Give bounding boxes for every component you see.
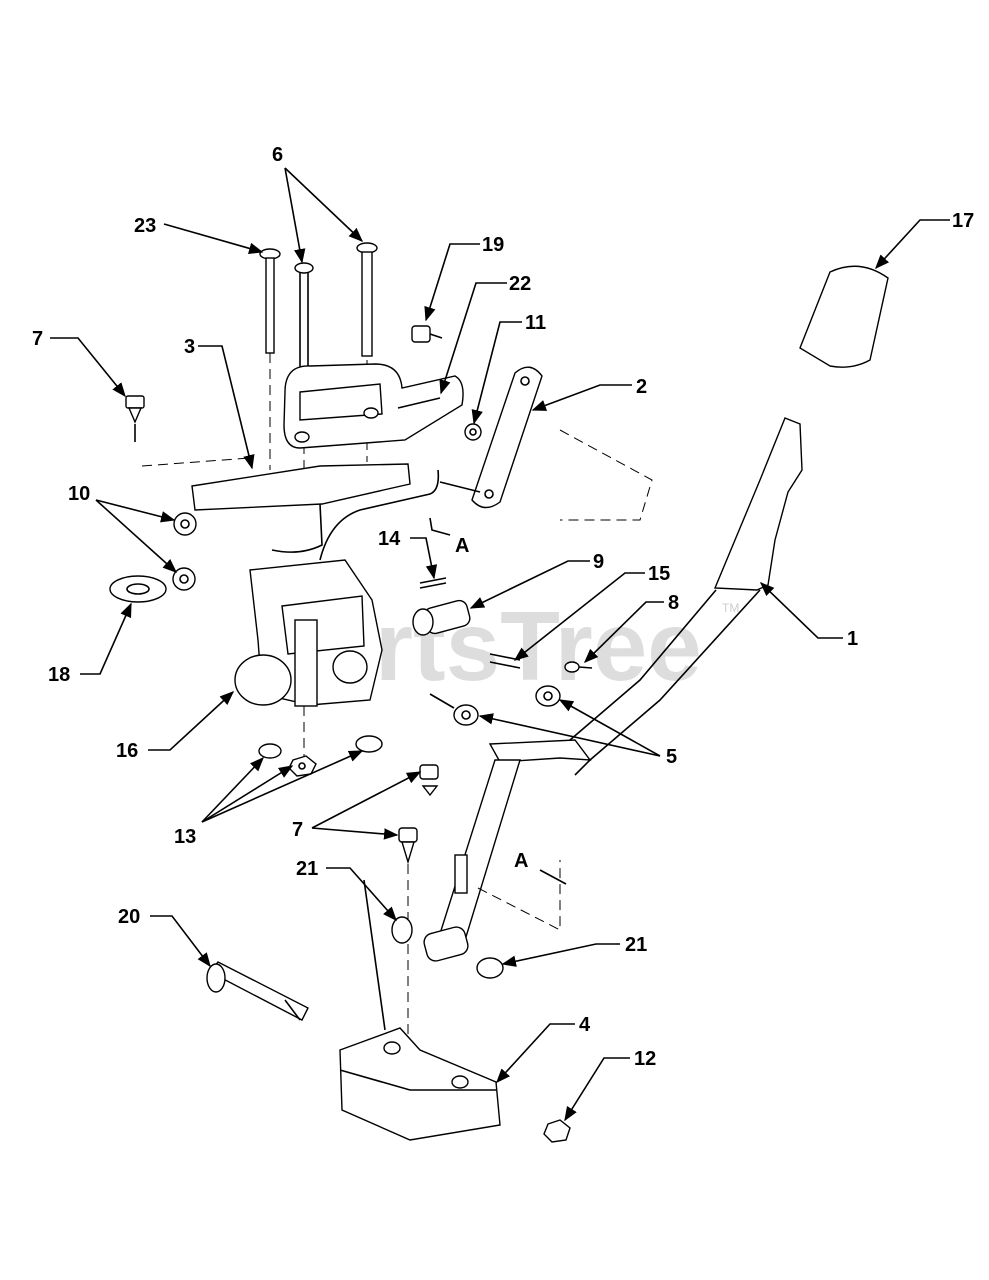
part-7-screw-upper [419,764,439,797]
callout-23: 23 [134,215,156,237]
callout-18: 18 [48,664,70,686]
part-6-pin-right [356,242,378,357]
callout-A-upper: A [455,535,469,557]
part-13-nut-right [355,735,383,753]
part-12-nut [543,1119,571,1143]
part-3-mounting-plate [191,463,411,553]
part-2-link-arm [439,366,543,509]
part-17-grip [799,265,889,368]
callout-16: 16 [116,740,138,762]
callout-14: 14 [378,528,401,550]
callout-17: 17 [952,210,974,232]
top-guide [141,457,251,467]
part-22-bracket [283,363,464,449]
plate-guide [559,429,653,521]
callout-12: 12 [634,1048,656,1070]
part-5-bushing-left [429,693,479,726]
part-1-handle [569,417,803,776]
part-6-pin-left [294,262,314,378]
part-13-nut-left [258,743,282,759]
callout-21-right: 21 [625,934,647,956]
callout-2: 2 [636,376,647,398]
part-5-bushing-right [535,685,561,707]
part-14-pin [419,577,447,589]
callout-6: 6 [272,144,283,166]
part-7-screw-top [125,395,145,442]
callout-11: 11 [525,312,546,334]
callout-13: 13 [174,826,196,848]
callout-8: 8 [668,592,679,614]
callout-7: 7 [32,328,43,350]
callout-22: 22 [509,273,531,295]
leader-lines [50,167,950,1122]
callout-19: 19 [482,234,504,256]
part-21-bushing-left [391,916,413,944]
part-11-nut [464,423,482,441]
part-8-pin [564,661,593,673]
part-19-screw [411,325,443,343]
part-10-spacer-lower [172,567,196,591]
callout-10: 10 [68,483,90,505]
part-10-spacer-upper [173,512,197,536]
part-21-bushing-right [423,926,504,979]
callout-5: 5 [666,746,677,768]
callout-4: 4 [579,1014,591,1036]
callout-7-lower: 7 [292,819,303,841]
part-23-bolt [259,248,281,354]
part-16-pivot-bracket [234,469,440,707]
part-20-bolt [206,961,309,1021]
part-18-washer [109,575,167,603]
part-4-base-bracket [339,879,501,1141]
part-shift-arm [437,739,592,951]
callout-labels: 6 23 19 22 11 17 7 3 2 10 14 A 9 15 8 1 … [32,144,974,1070]
callout-1: 1 [847,628,858,650]
watermark-trademark: TM [722,601,739,615]
callout-21-left: 21 [296,858,318,880]
callout-3: 3 [184,336,195,358]
callout-9: 9 [593,551,604,573]
part-9-bushing [412,599,471,636]
part-7-screw-lower [398,827,418,865]
callout-A-lower: A [514,850,528,872]
callout-15: 15 [648,563,670,585]
callout-20: 20 [118,906,140,928]
